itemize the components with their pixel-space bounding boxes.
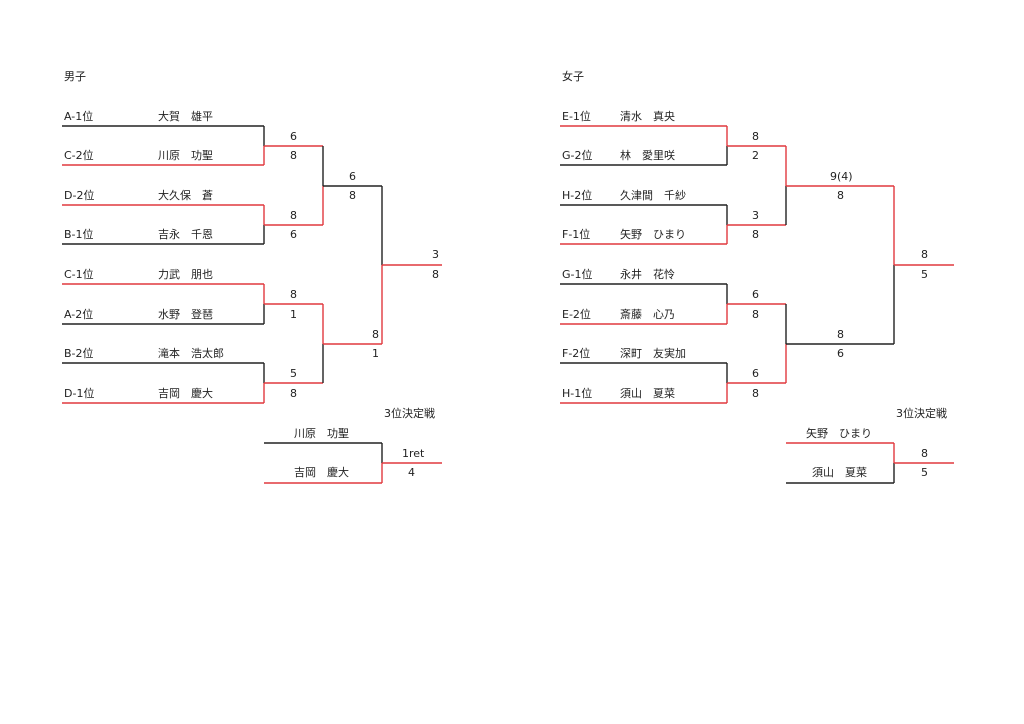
girls-r1-score-1a: 8 (752, 130, 759, 143)
girls-third-player-2: 須山 夏菜 (812, 466, 867, 479)
girls-player-3: 久津間 千紗 (620, 189, 686, 202)
girls-seed-2: G-2位 (562, 148, 593, 162)
girls-semi-score-1b: 8 (837, 189, 844, 202)
girls-player-5: 永井 花怜 (620, 267, 675, 281)
girls-r1-score-4a: 6 (752, 367, 759, 380)
girls-r1-score-2b: 8 (752, 228, 759, 241)
girls-semi-score-2a: 8 (837, 328, 844, 341)
boys-bracket: 男子 A-1位 大賀 雄平 C-2位 川原 功聖 D-2位 大久保 蒼 B-1位… (62, 70, 442, 484)
boys-r1-score-4a: 5 (290, 367, 297, 380)
boys-title: 男子 (64, 70, 86, 83)
boys-seed-8: D-1位 (64, 386, 94, 400)
girls-seed-3: H-2位 (562, 188, 592, 202)
girls-player-2: 林 愛里咲 (620, 148, 675, 162)
boys-third-score-a: 1ret (402, 447, 425, 460)
girls-seed-4: F-1位 (562, 227, 590, 241)
boys-player-7: 滝本 浩太郎 (158, 346, 224, 360)
boys-third-place-title: 3位決定戦 (384, 406, 435, 420)
boys-semi-score-1a: 6 (349, 170, 356, 183)
girls-bracket: 女子 E-1位 清水 真央 G-2位 林 愛里咲 H-2位 久津間 千紗 F-1… (560, 69, 954, 484)
boys-seed-2: C-2位 (64, 148, 94, 162)
girls-r1-score-1b: 2 (752, 149, 759, 162)
girls-player-4: 矢野 ひまり (620, 227, 686, 241)
girls-player-8: 須山 夏菜 (620, 387, 675, 400)
girls-r1-score-4b: 8 (752, 387, 759, 400)
girls-final-score-a: 8 (921, 248, 928, 261)
boys-final-score-b: 8 (432, 268, 439, 281)
boys-player-5: 力武 朋也 (158, 268, 213, 281)
girls-player-1: 清水 真央 (620, 109, 675, 123)
girls-final-score-b: 5 (921, 268, 928, 281)
girls-seed-8: H-1位 (562, 386, 592, 400)
girls-seed-6: E-2位 (562, 307, 591, 321)
boys-seed-6: A-2位 (64, 307, 93, 321)
boys-seed-1: A-1位 (64, 109, 93, 123)
boys-player-3: 大久保 蒼 (158, 188, 213, 202)
boys-player-6: 水野 登琶 (158, 307, 213, 321)
boys-r1-score-3a: 8 (290, 288, 297, 301)
boys-third-player-1: 川原 功聖 (294, 427, 349, 440)
boys-final-score-a: 3 (432, 248, 439, 261)
boys-r1-score-2a: 8 (290, 209, 297, 222)
girls-semi-score-2b: 6 (837, 347, 844, 360)
girls-third-place-title: 3位決定戦 (896, 406, 947, 420)
boys-semi-score-2b: 1 (372, 347, 379, 360)
girls-player-7: 深町 友実加 (620, 346, 686, 360)
girls-seed-5: G-1位 (562, 267, 593, 281)
girls-r1-score-3a: 6 (752, 288, 759, 301)
girls-third-score-b: 5 (921, 466, 928, 479)
boys-r1-score-3b: 1 (290, 308, 297, 321)
girls-seed-7: F-2位 (562, 346, 590, 360)
girls-r1-score-3b: 8 (752, 308, 759, 321)
girls-third-player-1: 矢野 ひまり (806, 426, 872, 440)
boys-third-score-b: 4 (408, 466, 415, 479)
girls-player-6: 斎藤 心乃 (620, 307, 675, 321)
boys-r1-score-2b: 6 (290, 228, 297, 241)
girls-title: 女子 (562, 69, 584, 83)
boys-r1-score-1a: 6 (290, 130, 297, 143)
boys-player-8: 吉岡 慶大 (158, 386, 213, 400)
boys-player-1: 大賀 雄平 (158, 109, 213, 123)
boys-third-player-2: 吉岡 慶大 (294, 465, 349, 479)
girls-third-score-a: 8 (921, 447, 928, 460)
boys-seed-4: B-1位 (64, 227, 94, 241)
boys-player-4: 吉永 千恩 (158, 227, 213, 241)
boys-semi-score-1b: 8 (349, 189, 356, 202)
boys-semi-score-2a: 8 (372, 328, 379, 341)
boys-r1-score-1b: 8 (290, 149, 297, 162)
boys-seed-7: B-2位 (64, 346, 94, 360)
girls-r1-score-2a: 3 (752, 209, 759, 222)
girls-semi-score-1a: 9(4) (830, 170, 853, 183)
boys-r1-score-4b: 8 (290, 387, 297, 400)
boys-seed-3: D-2位 (64, 188, 94, 202)
girls-seed-1: E-1位 (562, 109, 591, 123)
boys-seed-5: C-1位 (64, 267, 94, 281)
boys-player-2: 川原 功聖 (158, 149, 213, 162)
